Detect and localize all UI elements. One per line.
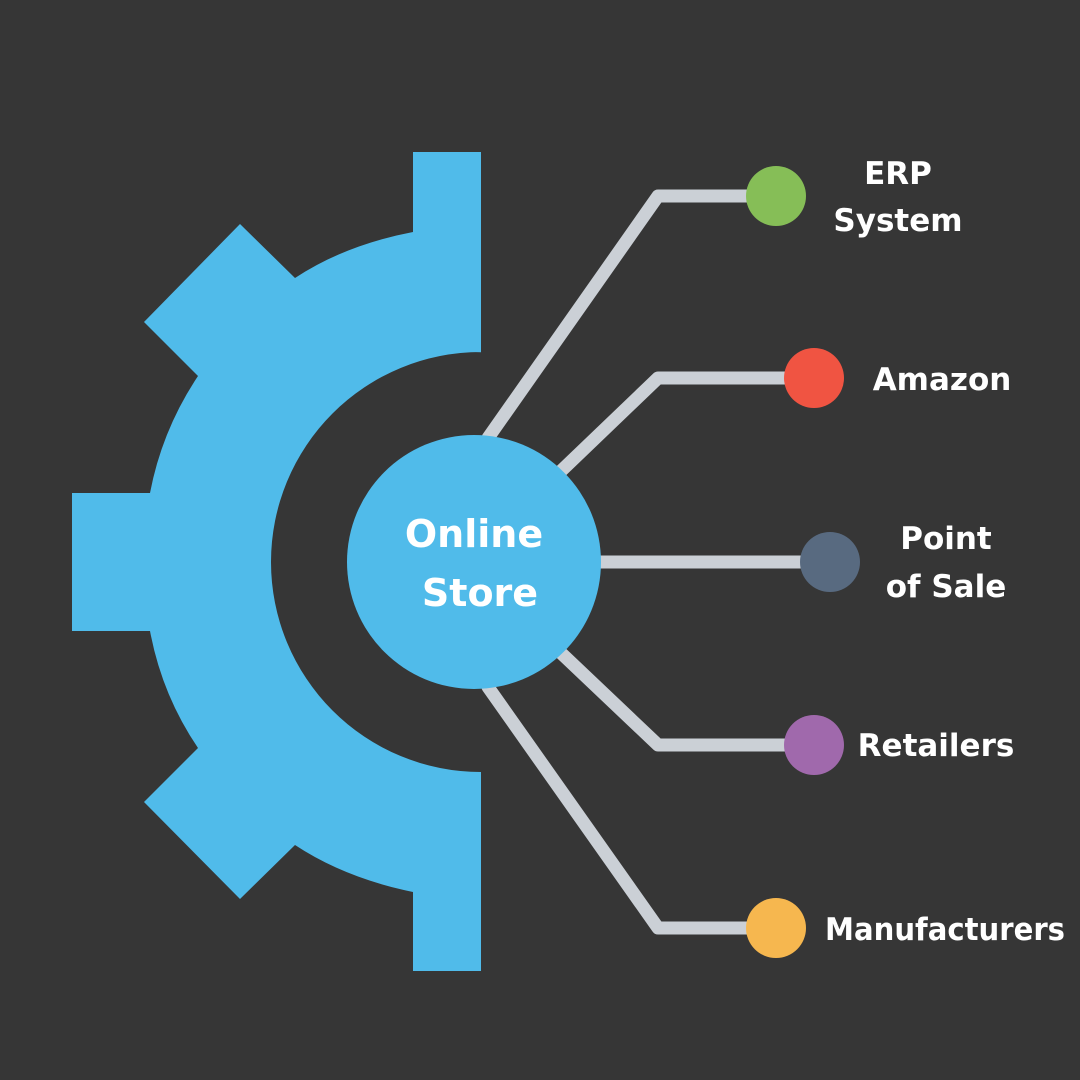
node-label-erp-system-line1: ERP [864, 156, 932, 192]
node-label-amazon: Amazon [873, 362, 1012, 398]
center-label-line2: Store [422, 571, 538, 615]
node-dot-erp-system [746, 166, 806, 226]
node-label-point-of-sale-line1: Point [900, 521, 992, 557]
node-amazon: Amazon [784, 348, 1011, 408]
node-erp-system: ERP System [746, 156, 963, 239]
center-label-line1: Online [405, 512, 543, 556]
center-circle [347, 435, 601, 689]
node-label-retailers: Retailers [858, 728, 1015, 764]
node-manufacturers: Manufacturers [746, 898, 1065, 958]
node-dot-manufacturers [746, 898, 806, 958]
connector-manufacturers [481, 680, 783, 935]
node-point-of-sale: Point of Sale [800, 521, 1006, 605]
node-dot-amazon [784, 348, 844, 408]
node-label-erp-system-line2: System [833, 203, 962, 239]
center-hub: Online Store [347, 435, 601, 689]
node-dot-point-of-sale [800, 532, 860, 592]
connector-amazon [553, 371, 821, 479]
connectors [481, 189, 837, 935]
node-label-point-of-sale-line2: of Sale [886, 569, 1006, 605]
node-label-manufacturers: Manufacturers [825, 912, 1065, 948]
connector-retailers [553, 645, 821, 752]
gear-body [72, 152, 481, 971]
node-retailers: Retailers [784, 715, 1014, 775]
node-dot-retailers [784, 715, 844, 775]
connector-erp-system [481, 189, 783, 445]
gear-icon [72, 152, 481, 971]
